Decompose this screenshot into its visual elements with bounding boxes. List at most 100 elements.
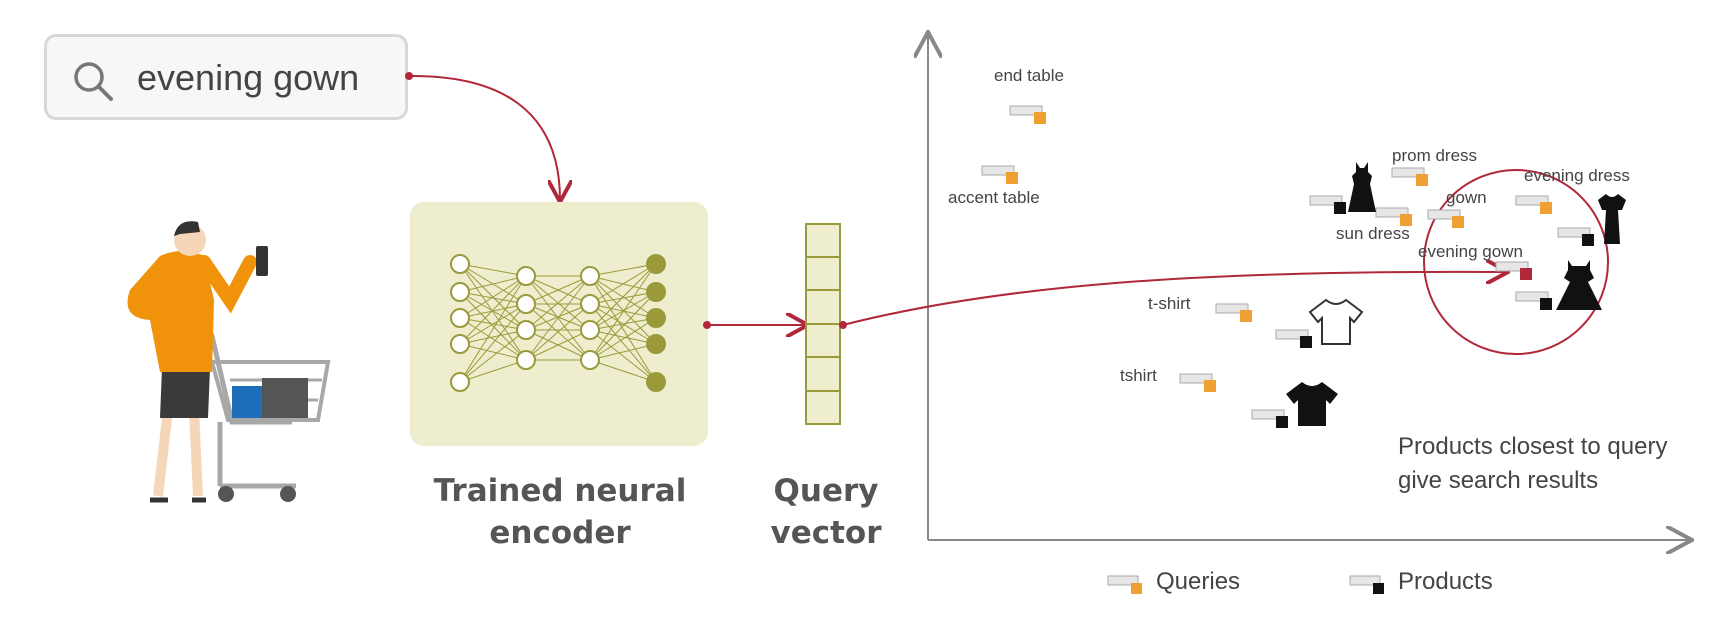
nn-edge [589, 303, 657, 383]
nn-edge [589, 263, 657, 331]
point-evening-dress-query [1515, 195, 1552, 214]
nn-node [516, 350, 536, 370]
nn-edge [459, 291, 527, 305]
nn-edge [589, 359, 657, 383]
nn-edge [459, 359, 527, 383]
results-caption-line2: give search results [1398, 467, 1599, 494]
dress-icon-evening [1598, 194, 1626, 244]
nn-edge [589, 291, 657, 331]
neural-network-nodes [450, 254, 666, 392]
nn-edge [525, 329, 591, 361]
legend-queries-label: Queries [1156, 568, 1241, 595]
point-sun-dress-query [1375, 207, 1412, 226]
nn-edge [459, 303, 527, 319]
search-to-encoder-arrow [405, 72, 560, 200]
legend-query-marker [1107, 575, 1142, 594]
gown-icon [1556, 260, 1602, 310]
nn-edge [459, 275, 527, 293]
encoder-box [410, 202, 708, 446]
vector-caption-line1: Query [773, 473, 879, 509]
shopper-illustration [127, 221, 331, 503]
nn-node [450, 308, 470, 328]
tshirt-filled-icon [1286, 382, 1338, 426]
vector-caption: Query vector [766, 470, 886, 554]
nn-edge [525, 275, 591, 331]
results-caption-line1: Products closest to query [1398, 433, 1668, 460]
nn-node [580, 294, 600, 314]
results-caption: Products closest to query give search re… [1398, 430, 1667, 498]
embedding-axes [928, 34, 1690, 540]
nn-edge [459, 275, 527, 345]
neural-network-icon [459, 263, 657, 383]
tshirt-outline-icon [1308, 298, 1364, 345]
nn-edge [459, 317, 527, 361]
point-accent-table [981, 165, 1018, 184]
nn-edge [589, 263, 657, 277]
nn-edge [589, 329, 657, 383]
nn-edge [459, 303, 527, 383]
vector-to-point-arrow [839, 272, 1506, 329]
nn-node [450, 254, 470, 274]
nn-node [450, 334, 470, 354]
nearest-neighbors-circle [1423, 169, 1609, 355]
label-accent-table: accent table [948, 188, 1040, 207]
encoder-caption-line1: Trained neural [433, 473, 687, 509]
nn-edge [459, 303, 527, 345]
nn-edge [589, 275, 657, 345]
vector-caption-line2: vector [770, 515, 882, 551]
label-t-shirt: t-shirt [1148, 294, 1191, 313]
label-tshirt: tshirt [1120, 366, 1157, 385]
point-tshirt-filled-product [1251, 409, 1288, 428]
encoder-caption: Trained neural encoder [430, 470, 690, 554]
nn-edge [525, 275, 591, 361]
nn-edge [589, 291, 657, 305]
nn-node [516, 320, 536, 340]
search-icon [74, 62, 113, 101]
point-evening-dress-product [1557, 227, 1594, 246]
legend-products-label: Products [1398, 568, 1493, 595]
search-query-text: evening gown [137, 57, 360, 98]
encoder-caption-line2: encoder [489, 515, 631, 551]
nn-node [646, 282, 666, 302]
nn-edge [459, 275, 527, 319]
nn-edge [459, 263, 527, 361]
nn-edge [525, 275, 591, 305]
nn-node [646, 334, 666, 354]
embedding-points [981, 105, 1594, 428]
nn-node [646, 372, 666, 392]
point-tshirt-outline-product [1275, 329, 1312, 348]
label-prom-dress: prom dress [1392, 146, 1478, 165]
nn-edge [459, 291, 527, 361]
point-end-table [1009, 105, 1046, 124]
point-gown-product [1515, 291, 1552, 310]
label-evening-gown: evening gown [1418, 242, 1523, 261]
nn-node [516, 294, 536, 314]
point-evening-gown-query [1495, 261, 1532, 280]
nn-edge [589, 343, 657, 361]
nn-edge [589, 263, 657, 305]
search-box[interactable]: evening gown [44, 34, 408, 120]
nn-node [646, 254, 666, 274]
nn-edge [459, 263, 527, 277]
nn-edge [459, 329, 527, 345]
nn-edge [459, 275, 527, 383]
label-end-table: end table [994, 66, 1064, 85]
legend-product-marker [1349, 575, 1384, 594]
nn-edge [525, 303, 591, 361]
dress-icon-prom [1348, 162, 1376, 212]
nn-node [516, 266, 536, 286]
point-gown-query [1427, 209, 1464, 228]
point-tshirt-query [1179, 373, 1216, 392]
nn-node [450, 372, 470, 392]
label-evening-dress: evening dress [1524, 166, 1630, 185]
nn-edge [459, 343, 527, 361]
nn-node [580, 350, 600, 370]
point-t-shirt-query [1215, 303, 1252, 322]
point-prom-dress-product [1309, 195, 1346, 214]
nn-node [450, 282, 470, 302]
nn-edge [589, 263, 657, 361]
nn-edge [589, 275, 657, 383]
encoder-to-vector-arrow [703, 321, 806, 329]
nn-node [580, 266, 600, 286]
